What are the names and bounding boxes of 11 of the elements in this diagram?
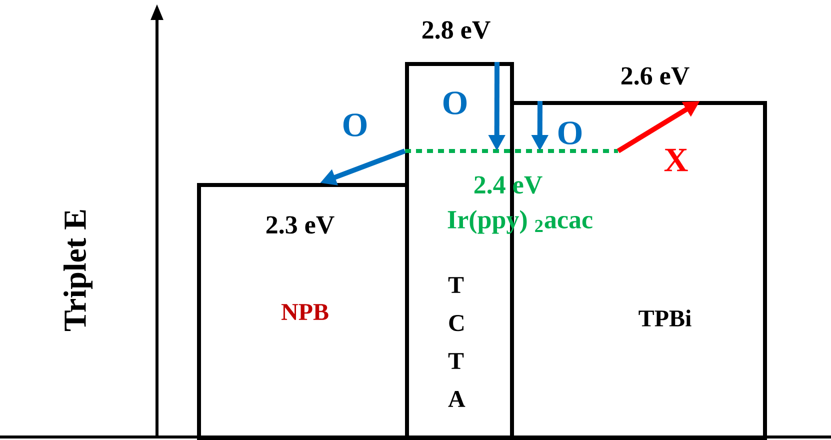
energy-value: 2.8 eV	[422, 21, 490, 39]
edge-label: X	[664, 148, 688, 172]
material-name: NPB	[281, 304, 328, 320]
axis-label: Triplet E	[64, 210, 92, 331]
edge-label: O	[343, 114, 367, 136]
energy-value: 2.6 eV	[621, 67, 690, 85]
edge-label: O	[558, 122, 582, 144]
material-name: TPBi	[638, 310, 692, 326]
material-name: T C T A	[448, 277, 466, 407]
energy-value: 2.3 eV	[266, 216, 334, 234]
edge-label: O	[443, 92, 467, 114]
